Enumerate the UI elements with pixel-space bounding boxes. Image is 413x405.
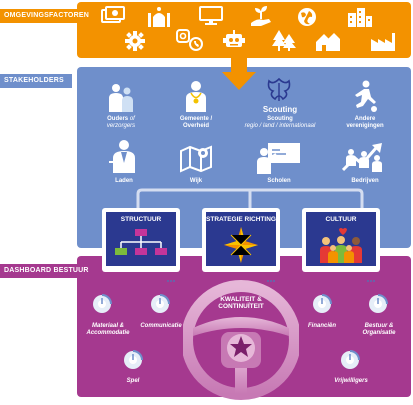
- dial-financien: [312, 294, 332, 314]
- people-group-icon: [318, 227, 364, 263]
- mosque-church-icon: [146, 5, 172, 27]
- arrow-tip: [222, 66, 256, 90]
- trees-icon: [271, 28, 297, 52]
- dial-materiaal: [92, 294, 112, 314]
- business-growth-icon: [342, 140, 388, 174]
- org-chart-icon: [114, 228, 168, 262]
- stakeholder-label-scouting: Scouting regio / land / internationaal: [244, 116, 316, 129]
- globe-icon: [296, 6, 318, 28]
- computer-screen-icon: [199, 6, 223, 26]
- monitor-cultuur: CULTUUR: [302, 208, 380, 282]
- section-label-environment: OMGEVINGSFACTOREN: [0, 9, 97, 23]
- gear-icon: [124, 30, 146, 52]
- money-icon: [101, 6, 125, 26]
- robot-icon: [223, 29, 245, 51]
- buildings-icon: [347, 7, 373, 27]
- houses-icon: [315, 30, 341, 52]
- stakeholder-label-neighbourhood: Wijk: [189, 178, 203, 184]
- environment-panel: [77, 2, 411, 58]
- connector-lines: [130, 186, 370, 210]
- teacher-board-icon: [256, 142, 302, 174]
- dial-spel: [123, 350, 143, 370]
- scouting-logo-text: Scouting: [262, 105, 298, 114]
- monitor-title-cultuur: CULTUUR: [325, 216, 357, 223]
- dial-communicatie: [150, 294, 170, 314]
- dial-label-bestuur: Bestuur & Organisatie: [362, 323, 396, 336]
- compass-star-icon: [223, 226, 259, 264]
- factory-icon: [370, 31, 396, 51]
- dial-label-vrijwilligers: Vrijwilligers: [334, 378, 368, 384]
- stakeholder-label-government: Gemeente / Overheid: [179, 116, 213, 129]
- stakeholder-label-shops: Laden: [115, 178, 133, 184]
- steering-wheel: [181, 276, 301, 400]
- monitor-title-structuur: STRUCTUUR: [120, 216, 162, 223]
- wheel-label: KWALITEIT & CONTINUÏTEIT: [218, 296, 264, 310]
- scouting-logo: [259, 77, 299, 105]
- dial-vrijwilligers: [340, 350, 360, 370]
- section-label-dashboard: DASHBOARD BESTUUR: [0, 264, 97, 278]
- dial-label-spel: Spel: [126, 378, 140, 384]
- dial-label-materiaal: Materiaal & Accommodatie: [86, 323, 130, 336]
- social-media-icon: [175, 28, 205, 52]
- monitor-structuur: STRUCTUUR: [102, 208, 180, 282]
- shop-staff-icon: [109, 139, 139, 173]
- stakeholder-label-businesses: Bedrijven: [351, 178, 379, 184]
- stakeholder-label-parents: Ouders of verzorgers: [106, 116, 136, 129]
- monitor-title-strategie: STRATEGIE RICHTING: [206, 216, 276, 223]
- section-label-stakeholders: STAKEHOLDERS: [0, 74, 72, 88]
- stakeholder-label-other-clubs: Andere verenigingen: [346, 116, 384, 129]
- mayor-icon: [183, 80, 209, 112]
- plant-hand-icon: [249, 5, 273, 27]
- dial-label-financien: Financiën: [307, 323, 336, 329]
- monitor-dots: [266, 269, 276, 282]
- monitor-strategie: STRATEGIE RICHTING: [202, 208, 280, 282]
- stakeholder-label-schools: Scholen: [267, 178, 291, 184]
- parents-icon: [106, 82, 136, 112]
- map-pin-icon: [180, 145, 212, 173]
- dial-bestuur: [368, 294, 388, 314]
- monitor-dots: [166, 269, 176, 282]
- soccer-player-icon: [349, 80, 379, 112]
- monitor-dots: [366, 269, 376, 282]
- dial-label-communicatie: Communicatie: [140, 323, 182, 329]
